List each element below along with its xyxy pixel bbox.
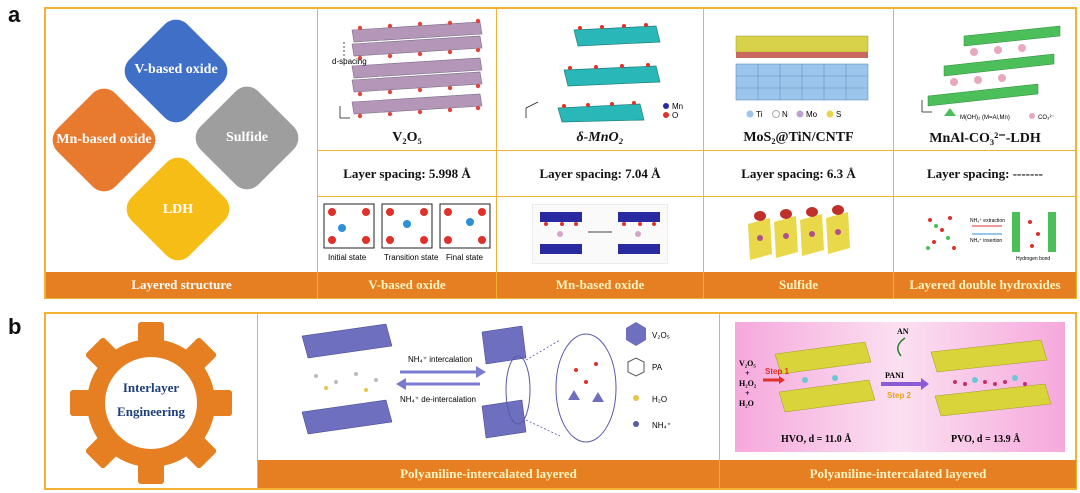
nh4-intercalation-image: NH₄⁺ intercalation NH₄⁺ de-intercalation… <box>301 322 671 443</box>
v-diffusion-states-image: Initial state Transition state Final sta… <box>323 203 491 262</box>
mos2-spacing: Layer spacing: 6.3 Å <box>741 166 856 181</box>
hvo-label: HVO, d = 11.0 Å <box>781 433 852 445</box>
mn-legend: Mn <box>672 102 683 111</box>
mno2-structure-image: Mn O <box>525 23 683 123</box>
pani-intercalated-footer-right: Polyaniline-intercalated layered <box>720 460 1076 488</box>
ldh-ammonium-image: NH₄⁺ extraction NH₄⁺ insertion Hydrogen … <box>926 212 1056 262</box>
divider <box>318 150 1076 151</box>
pani-label: PANI <box>885 371 904 380</box>
sulfide-footer: Sulfide <box>704 272 893 298</box>
divider <box>703 8 704 298</box>
layered-structure-footer: Layered structure <box>46 272 317 298</box>
divider <box>317 8 318 298</box>
panel-a-frame <box>44 7 1077 299</box>
reactant-h2o: H₂O <box>739 399 754 408</box>
transition-state-label: Transition state <box>384 253 439 262</box>
n-legend: N <box>782 110 788 119</box>
v2o5-structure-image: d-spacing <box>332 18 483 119</box>
panel-letter-a: a <box>8 2 21 27</box>
an-label: AN <box>897 327 909 336</box>
panel-letter-b: b <box>8 314 22 339</box>
mos2-title: MoS₂@TiN/CNTF <box>743 130 854 145</box>
mos2-structure-image: Ti N Mo S <box>735 35 869 119</box>
sulfide-label: Sulfide <box>225 130 268 145</box>
ldh-insertion-label: NH₄⁺ insertion <box>970 238 1002 244</box>
intercalation-label: NH₄⁺ intercalation <box>408 355 472 364</box>
legend-nh4: NH₄⁺ <box>652 421 671 430</box>
ti-legend: Ti <box>756 110 763 119</box>
ldh-title: MnAl-CO₃²⁻-LDH <box>929 131 1041 146</box>
step1-label: Step 1 <box>765 367 790 376</box>
o-legend: O <box>672 111 678 120</box>
step2-label: Step 2 <box>887 391 912 400</box>
ldh-extraction-label: NH₄⁺ extraction <box>970 218 1005 224</box>
v2o5-spacing: Layer spacing: 5.998 Å <box>343 166 471 181</box>
v-oxide-footer: V-based oxide <box>318 272 496 298</box>
ldh-structure-image: M(OH)₂ (M=Al,Mn) CO₃²⁻ <box>921 25 1061 121</box>
pani-intercalated-footer-mid: Polyaniline-intercalated layered <box>258 460 719 488</box>
panel-b-frame <box>44 312 1077 490</box>
s-legend: S <box>836 110 841 119</box>
legend-pa: PA <box>652 363 663 372</box>
legend-h2o: H₂O <box>652 395 667 404</box>
hvo-pvo-image: V₂O₅ + H₂O₂ + H₂O Step 1 AN PANI Step 2 … <box>735 322 1065 452</box>
mno2-title: δ-MnO₂ <box>576 130 624 145</box>
gear-icon <box>70 322 232 484</box>
mno2-spacing: Layer spacing: 7.04 Å <box>539 166 661 181</box>
divider <box>719 313 720 489</box>
mno2-intercalation-image <box>532 204 668 264</box>
ldh-legend-carbonate: CO₃²⁻ <box>1038 115 1055 121</box>
v-oxide-label: V-based oxide <box>134 62 218 77</box>
pvo-label: PVO, d = 13.9 Å <box>951 433 1021 445</box>
divider <box>496 8 497 298</box>
ldh-legend-layer: M(OH)₂ (M=Al,Mn) <box>960 115 1010 121</box>
mn-oxide-label: Mn-based oxide <box>56 132 152 147</box>
reactant-plus-2: + <box>745 389 750 398</box>
ldh-spacing: Layer spacing: ------- <box>926 166 1043 181</box>
gear-text-engineering: Engineering <box>117 404 185 419</box>
d-spacing-label: d-spacing <box>332 57 367 66</box>
divider <box>318 196 1076 197</box>
divider <box>257 313 258 489</box>
gear-text-interlayer: Interlayer <box>122 380 180 395</box>
legend-v2o5: V₂O₅ <box>652 331 670 340</box>
reactant-v2o5: V₂O₅ <box>739 359 756 368</box>
mn-oxide-footer: Mn-based oxide <box>497 272 703 298</box>
v2o5-title: V₂O₅ <box>392 130 422 145</box>
reactant-plus-1: + <box>745 369 750 378</box>
sulfide-structure-image <box>748 205 850 260</box>
final-state-label: Final state <box>446 253 483 262</box>
ldh-label: LDH <box>162 202 194 217</box>
divider <box>893 8 894 298</box>
ldh-hbond-label: Hydrogen bond <box>1016 256 1050 262</box>
deintercalation-label: NH₄⁺ de-intercalation <box>400 395 476 404</box>
mo-legend: Mo <box>806 110 818 119</box>
reactant-h2o2: H₂O₂ <box>739 379 757 388</box>
ldh-footer: Layered double hydroxides <box>894 272 1076 298</box>
initial-state-label: Initial state <box>328 253 367 262</box>
